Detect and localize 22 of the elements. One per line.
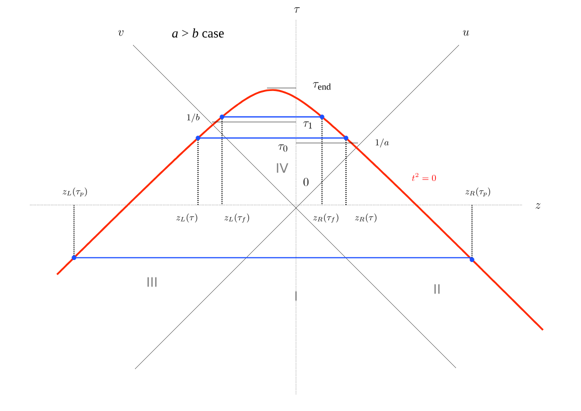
region-label: IV <box>276 163 288 173</box>
point-label: $z_R(\tau)$ <box>355 213 376 222</box>
point-label: $z_L(\tau_p)$ <box>62 187 87 196</box>
point-label: $z_L(\tau_f)$ <box>224 213 250 223</box>
axis-label: $\tau_{\mathrm{end}}$ <box>312 82 331 90</box>
point-label: $z_L(\tau)$ <box>176 213 198 222</box>
axis-label: $z$ <box>536 203 541 209</box>
axis-label: $\tau$ <box>294 7 300 13</box>
region-label: III <box>148 277 156 287</box>
axis-label: $v$ <box>118 30 124 36</box>
point-label: $1/b$ <box>187 113 200 122</box>
point-label: $z_R(\tau_p)$ <box>465 187 490 196</box>
region-label: II <box>434 284 440 294</box>
axis-label: $\tau_0$ <box>278 144 288 152</box>
point-label: $z_R(\tau_f)$ <box>313 213 338 223</box>
title: a > b case <box>172 28 224 38</box>
point-label: $1/a$ <box>376 138 389 148</box>
axis-label: $\tau_1$ <box>303 122 312 128</box>
region-label: I <box>295 291 297 301</box>
axis-label: $0$ <box>304 178 308 186</box>
axis-label: $u$ <box>462 30 469 36</box>
curve-label: $t^2=0$ <box>412 173 436 182</box>
